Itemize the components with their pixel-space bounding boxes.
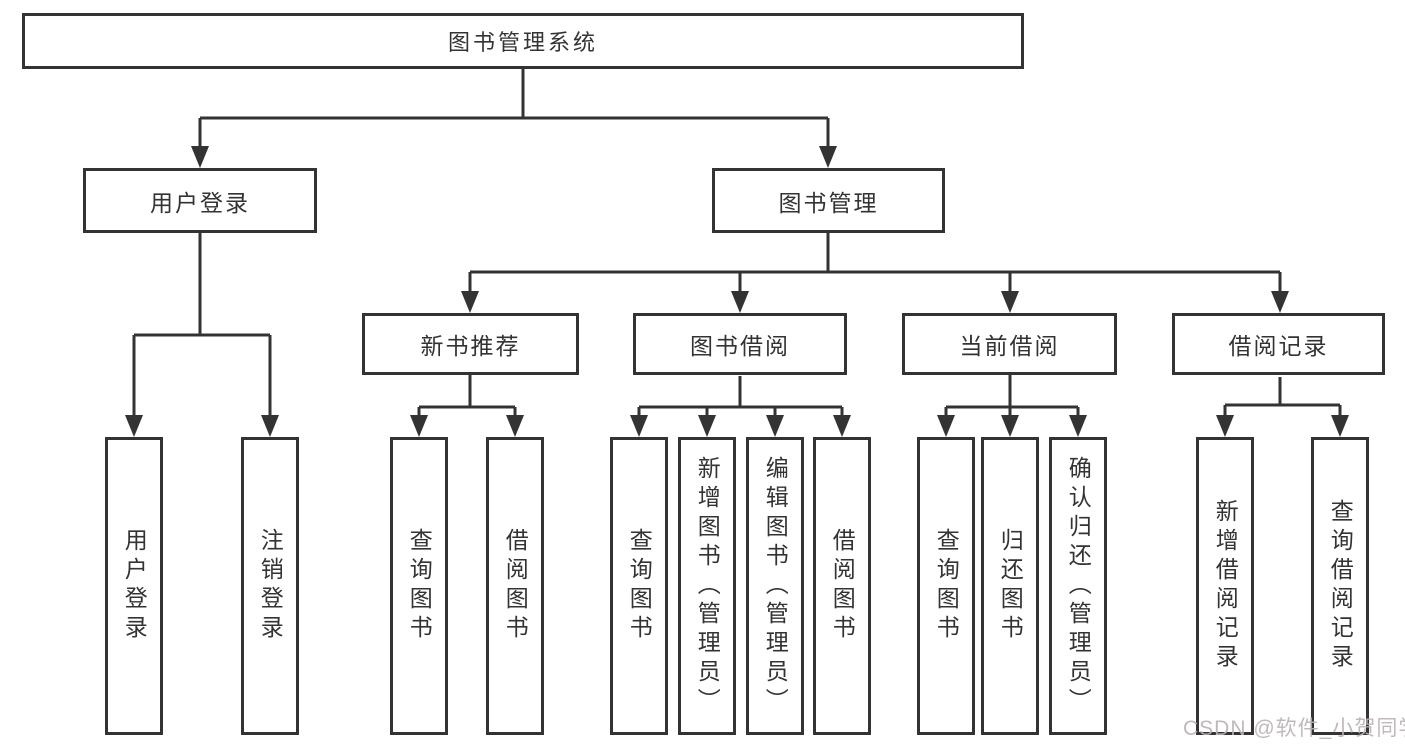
leaf-query-books-current: 查询图书	[917, 437, 975, 735]
node-current-borrow: 当前借阅	[902, 313, 1117, 375]
node-label: 编辑图书（管理员）	[762, 455, 789, 717]
node-user-login-group: 用户登录	[83, 168, 317, 233]
leaf-query-borrow-record: 查询借阅记录	[1311, 437, 1369, 735]
leaf-edit-books-admin: 编辑图书（管理员）	[746, 437, 804, 735]
node-label: 当前借阅	[959, 333, 1060, 359]
node-borrow-records: 借阅记录	[1172, 313, 1385, 375]
node-new-book-recommend: 新书推荐	[362, 313, 579, 375]
node-label: 借阅记录	[1228, 333, 1329, 359]
leaf-query-books-recommend: 查询图书	[390, 437, 448, 735]
leaf-borrow-books-recommend: 借阅图书	[486, 437, 544, 735]
leaf-logout: 注销登录	[241, 437, 299, 735]
node-label: 查询图书	[406, 528, 433, 644]
node-book-borrow: 图书借阅	[633, 313, 847, 375]
node-label: 用户登录	[121, 528, 148, 644]
node-label: 查询借阅记录	[1327, 499, 1354, 673]
node-label: 归还图书	[997, 528, 1024, 644]
node-label: 借阅图书	[829, 528, 856, 644]
node-label: 新增借阅记录	[1212, 499, 1239, 673]
node-label: 查询图书	[933, 528, 960, 644]
node-book-management: 图书管理	[712, 168, 945, 233]
node-label: 确认归还（管理员）	[1065, 455, 1092, 717]
csdn-watermark: CSDN @软件_小贺同学	[1183, 717, 1405, 740]
leaf-add-borrow-record: 新增借阅记录	[1196, 437, 1254, 735]
node-label: 查询图书	[626, 528, 653, 644]
leaf-return-books: 归还图书	[981, 437, 1039, 735]
node-label: 用户登录	[150, 189, 250, 216]
node-library-management-system: 图书管理系统	[22, 13, 1024, 69]
node-label: 新书推荐	[420, 333, 521, 359]
leaf-add-books-admin: 新增图书（管理员）	[678, 437, 736, 735]
node-label: 图书管理系统	[447, 30, 598, 55]
node-label: 借阅图书	[502, 528, 529, 644]
node-label: 图书管理	[778, 189, 879, 216]
node-label: 新增图书（管理员）	[694, 455, 721, 717]
leaf-query-books-borrow: 查询图书	[610, 437, 668, 735]
node-label: 图书借阅	[690, 333, 790, 359]
leaf-borrow-books: 借阅图书	[813, 437, 871, 735]
node-label: 注销登录	[257, 528, 284, 644]
leaf-user-login: 用户登录	[105, 437, 163, 735]
leaf-confirm-return-admin: 确认归还（管理员）	[1049, 437, 1107, 735]
